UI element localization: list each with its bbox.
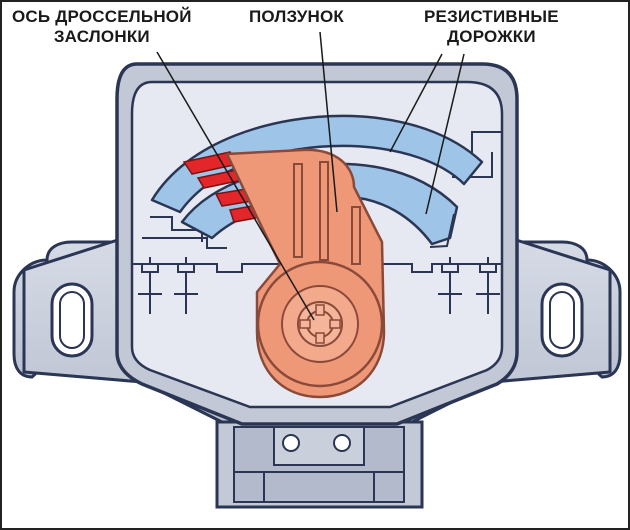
terminal-posts bbox=[138, 257, 500, 314]
throttle-shaft-socket bbox=[297, 301, 343, 347]
resistive-tracks-label-line2: ДОРОЖКИ bbox=[446, 27, 536, 46]
slider-label-text: ПОЛЗУНОК bbox=[249, 7, 345, 26]
mounting-hole-right bbox=[540, 282, 584, 358]
slider-label: ПОЛЗУНОК bbox=[249, 7, 344, 27]
rotor-hub bbox=[256, 260, 384, 388]
resistive-tracks-label-line1: РЕЗИСТИВНЫЕ bbox=[424, 7, 559, 26]
resistive-tracks-label: РЕЗИСТИВНЫЕ ДОРОЖКИ bbox=[424, 7, 559, 47]
throttle-axis-label-line2: ЗАСЛОНКИ bbox=[53, 27, 150, 46]
throttle-axis-label: ОСЬ ДРОССЕЛЬНОЙ ЗАСЛОНКИ bbox=[12, 7, 192, 47]
slider-slots bbox=[293, 161, 361, 265]
connector-block bbox=[215, 420, 424, 509]
leader-lines bbox=[156, 31, 465, 321]
mounting-hole-left bbox=[50, 282, 94, 358]
throttle-axis-label-line1: ОСЬ ДРОССЕЛЬНОЙ bbox=[12, 7, 192, 26]
